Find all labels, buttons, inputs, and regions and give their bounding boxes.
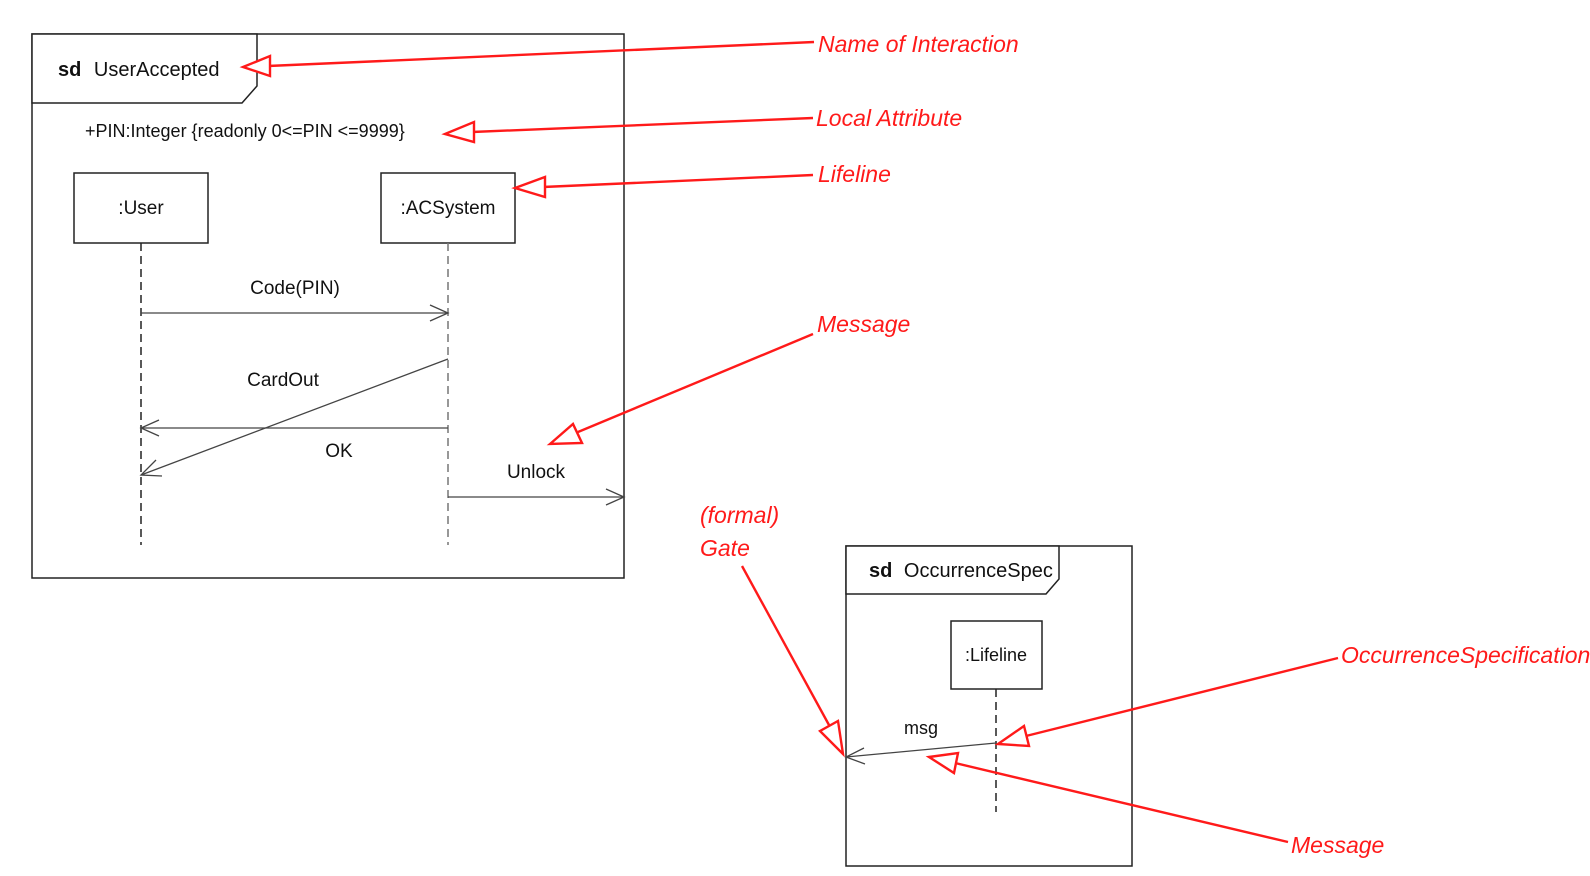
frame-occurrence-spec-keyword: sd (869, 560, 892, 582)
callout-lifeline: Lifeline (511, 161, 891, 199)
callout-name-of-interaction: Name of Interaction (239, 31, 1019, 78)
frame-user-accepted-name: UserAccepted (94, 59, 220, 81)
lifeline-user-label: :User (118, 198, 164, 219)
lifeline-acsystem: :ACSystem (380, 172, 516, 545)
message-unlock-arrowhead (605, 488, 626, 506)
frame-user-accepted-name-tab (31, 33, 258, 104)
callout-occurrence-specification-line (1025, 656, 1339, 738)
lifeline-acsystem-head (380, 172, 516, 244)
callout-lifeline-line (542, 173, 814, 189)
message-msg-arrowhead (844, 747, 866, 765)
message-ok-label: OK (325, 441, 353, 462)
frame-occurrence-spec: sd OccurrenceSpec :Lifeline msg (844, 545, 1133, 867)
callout-formal-gate-line (740, 565, 831, 726)
callout-local-attribute-arrowhead (441, 120, 476, 144)
callout-name-of-interaction-line (267, 40, 815, 68)
annotation-gate-line2: Gate (700, 535, 750, 561)
message-ok: OK (139, 419, 448, 462)
message-unlock-label: Unlock (507, 462, 566, 483)
annotation-occurrence-specification: OccurrenceSpecification (1341, 642, 1590, 668)
message-msg-line (845, 742, 997, 758)
message-msg: msg (844, 718, 997, 765)
lifeline-user-head (73, 172, 209, 244)
message-code-pin-label: Code(PIN) (250, 278, 340, 299)
callout-message-top-line (577, 332, 814, 434)
frame-occurrence-spec-name-tab (845, 545, 1060, 595)
local-attribute-text: +PIN:Integer {readonly 0<=PIN <=9999} (85, 121, 405, 141)
message-card-out-line (140, 358, 449, 476)
callout-formal-gate-arrowhead (818, 719, 845, 758)
callout-message-top: Message (546, 311, 910, 446)
frame-user-accepted-title: sd UserAccepted (58, 59, 220, 81)
annotation-lifeline: Lifeline (818, 161, 891, 187)
lifeline-user: :User (73, 172, 209, 545)
annotation-local-attribute: Local Attribute (816, 105, 962, 131)
callout-local-attribute-line (471, 116, 814, 134)
lifeline-generic-head (950, 620, 1043, 690)
annotation-message-top: Message (817, 311, 910, 337)
callout-occurrence-specification: OccurrenceSpecification (994, 642, 1590, 748)
frame-occurrence-spec-name: OccurrenceSpec (904, 560, 1053, 582)
message-ok-arrowhead (139, 419, 160, 437)
frame-user-accepted-keyword: sd (58, 59, 81, 81)
lifeline-generic: :Lifeline (950, 620, 1043, 812)
callout-message-top-arrowhead (546, 422, 584, 446)
message-unlock: Unlock (448, 462, 626, 506)
message-code-pin: Code(PIN) (141, 278, 450, 322)
message-card-out: CardOut (139, 358, 449, 477)
callout-lifeline-arrowhead (511, 175, 547, 199)
frame-user-accepted: sd UserAccepted +PIN:Integer {readonly 0… (31, 33, 626, 579)
callout-formal-gate: (formal) Gate (700, 502, 845, 758)
frame-user-accepted-border (31, 33, 625, 579)
callout-message-bottom-line (954, 761, 1289, 844)
message-card-out-label: CardOut (247, 370, 320, 391)
message-msg-label: msg (904, 718, 938, 738)
message-code-pin-arrowhead (429, 304, 450, 322)
annotation-name-of-interaction: Name of Interaction (818, 31, 1019, 57)
callout-local-attribute: Local Attribute (441, 105, 962, 144)
callout-name-of-interaction-arrowhead (239, 54, 272, 78)
callout-message-bottom: Message (925, 751, 1384, 858)
lifeline-generic-label: :Lifeline (965, 645, 1027, 665)
callout-message-bottom-arrowhead (925, 751, 960, 775)
message-card-out-arrowhead (139, 459, 163, 477)
callout-occurrence-specification-arrowhead (994, 724, 1031, 748)
annotation-gate-line1: (formal) (700, 502, 779, 528)
annotation-message-bottom: Message (1291, 832, 1384, 858)
lifeline-acsystem-label: :ACSystem (400, 198, 495, 219)
frame-occurrence-spec-title: sd OccurrenceSpec (869, 560, 1053, 582)
